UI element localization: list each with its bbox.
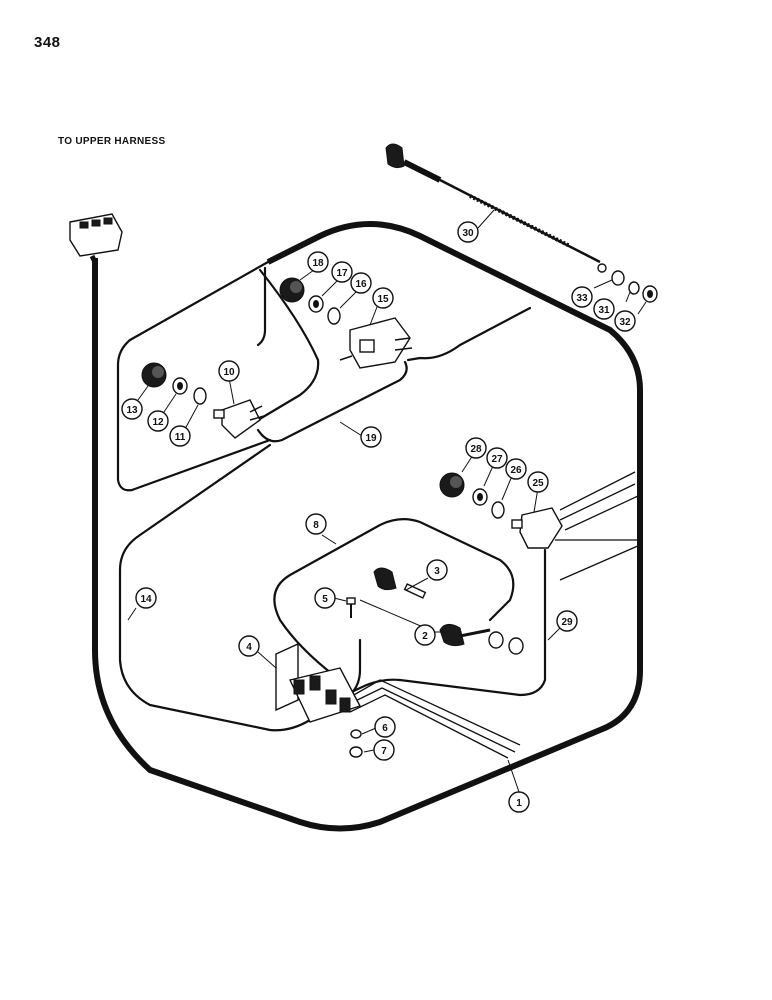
callout-29: 29 — [556, 610, 578, 632]
svg-text:7: 7 — [381, 746, 387, 757]
main-harness-loop — [92, 221, 643, 832]
callout-1: 1 — [508, 791, 530, 813]
wire-29 — [343, 548, 547, 697]
svg-text:1: 1 — [516, 798, 522, 809]
svg-text:18: 18 — [312, 258, 324, 269]
svg-text:2: 2 — [422, 631, 428, 642]
callout-15: 15 — [372, 287, 394, 309]
knob-18 — [279, 277, 305, 303]
harness-lines-right — [555, 471, 641, 581]
callout-8: 8 — [305, 513, 327, 535]
callout-2: 2 — [414, 624, 436, 646]
switch-15 — [339, 317, 413, 369]
wire-loop-upper-mid — [256, 268, 320, 422]
wire-14 — [118, 443, 362, 732]
lockwasher-6 — [350, 729, 362, 739]
washer-11 — [193, 387, 207, 405]
svg-text:4: 4 — [246, 642, 252, 653]
svg-text:17: 17 — [336, 268, 348, 279]
callout-32: 32 — [614, 310, 636, 332]
callout-5: 5 — [314, 587, 336, 609]
callout-19: 19 — [360, 426, 382, 448]
svg-text:30: 30 — [462, 228, 474, 239]
callout-25: 25 — [527, 471, 549, 493]
callout-12: 12 — [147, 410, 169, 432]
svg-text:14: 14 — [140, 594, 152, 605]
callout-30: 30 — [457, 221, 479, 243]
screw-5 — [346, 597, 356, 618]
callout-28: 28 — [465, 437, 487, 459]
callout-11: 11 — [169, 425, 191, 447]
terminal-block-4 — [275, 642, 362, 723]
callout-31: 31 — [593, 298, 615, 320]
svg-text:28: 28 — [470, 444, 482, 455]
callout-13: 13 — [121, 398, 143, 420]
callout-26: 26 — [505, 458, 527, 480]
callout-17: 17 — [331, 261, 353, 283]
svg-text:15: 15 — [377, 294, 389, 305]
callout-7: 7 — [373, 739, 395, 761]
callout-14: 14 — [135, 587, 157, 609]
svg-text:19: 19 — [365, 433, 377, 444]
callout-6: 6 — [374, 716, 396, 738]
callout-3: 3 — [426, 559, 448, 581]
washer-27-hole — [477, 493, 483, 501]
wire-8 — [273, 518, 515, 682]
callout-4: 4 — [238, 635, 260, 657]
svg-text:33: 33 — [576, 293, 588, 304]
switch-10 — [213, 399, 265, 439]
svg-text:25: 25 — [532, 478, 544, 489]
harness-label: TO UPPER HARNESS — [58, 136, 166, 147]
washer-12-hole — [177, 382, 183, 390]
callout-18: 18 — [307, 251, 329, 273]
washer-31 — [628, 281, 640, 295]
knob-13 — [141, 362, 167, 388]
washer-26 — [491, 501, 505, 519]
svg-text:12: 12 — [152, 417, 164, 428]
svg-text:32: 32 — [619, 317, 631, 328]
nut-7 — [349, 746, 363, 758]
svg-text:31: 31 — [598, 305, 610, 316]
cable-30 — [385, 143, 607, 273]
washer-33 — [611, 270, 625, 286]
fuse-holder — [359, 567, 524, 655]
svg-text:6: 6 — [382, 723, 388, 734]
leader-lines — [127, 209, 647, 793]
nut-32-hole — [647, 290, 653, 298]
svg-text:16: 16 — [355, 279, 367, 290]
svg-text:3: 3 — [434, 566, 440, 577]
svg-text:5: 5 — [322, 594, 328, 605]
wire-15-right — [406, 306, 532, 362]
washer-17-hole — [313, 300, 319, 308]
svg-text:13: 13 — [126, 405, 138, 416]
svg-text:11: 11 — [175, 432, 186, 443]
knob-28 — [439, 472, 465, 498]
svg-text:27: 27 — [491, 454, 503, 465]
callout-27: 27 — [486, 447, 508, 469]
callout-16: 16 — [350, 272, 372, 294]
switch-25 — [511, 507, 563, 549]
svg-text:10: 10 — [223, 367, 235, 378]
callout-33: 33 — [571, 286, 593, 308]
svg-text:8: 8 — [313, 520, 319, 531]
page-number: 348 — [34, 34, 61, 51]
svg-text:29: 29 — [561, 617, 573, 628]
wire-loop-upper-left — [116, 260, 272, 492]
wire-19 — [256, 360, 408, 443]
upper-harness-connector — [69, 213, 123, 264]
washer-16 — [327, 307, 341, 325]
svg-text:26: 26 — [510, 465, 522, 476]
callout-10: 10 — [218, 360, 240, 382]
